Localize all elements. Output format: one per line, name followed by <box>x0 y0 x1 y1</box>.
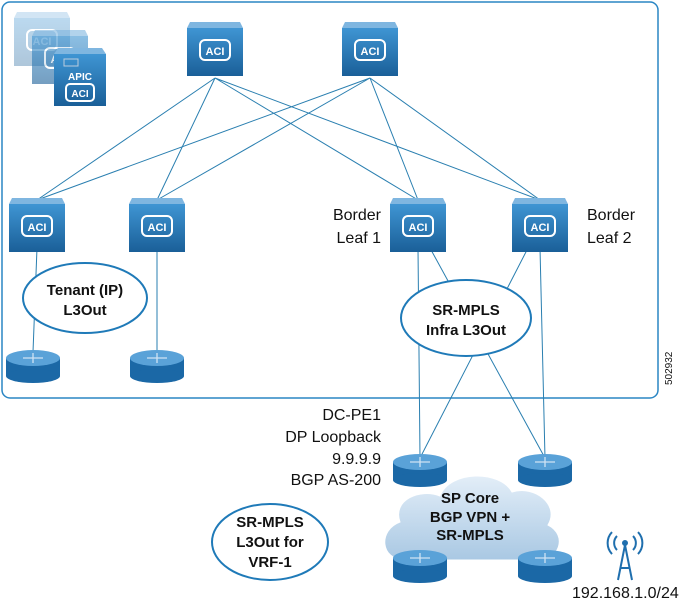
figure-id: 502932 <box>664 351 675 385</box>
vrf-l3out-ellipse: SR-MPLS L3Out for VRF-1 <box>211 503 329 581</box>
leaf-switch-icon[interactable] <box>511 197 569 253</box>
ellipse-label: L3Out <box>63 302 106 319</box>
ellipse-label: L3Out for <box>236 534 304 551</box>
apic-aci-badge: ACI <box>71 89 88 100</box>
ellipse-label: VRF-1 <box>248 554 291 571</box>
ellipse-label: Infra L3Out <box>426 322 506 339</box>
router-icon[interactable] <box>129 349 185 384</box>
apic-label: APIC <box>68 72 92 83</box>
pe-info-label: DC-PE1 <box>322 407 381 424</box>
router-icon[interactable] <box>392 549 448 584</box>
router-icon[interactable] <box>517 453 573 488</box>
border-leaf-2-label: Border <box>587 207 636 224</box>
cloud-label: BGP VPN + <box>430 509 510 526</box>
subnet-label: 192.168.1.0/24 <box>572 585 679 602</box>
cloud-label: SR-MPLS <box>436 527 504 544</box>
leaf-switch-icon[interactable] <box>389 197 447 253</box>
tenant-l3out-ellipse: Tenant (IP) L3Out <box>22 262 148 334</box>
cloud-icon: SP Core BGP VPN + SR-MPLS <box>384 475 560 561</box>
ellipse-label: Tenant (IP) <box>47 282 123 299</box>
router-icon[interactable] <box>517 549 573 584</box>
border-leaf-2-label: Leaf 2 <box>587 230 632 247</box>
router-icon[interactable] <box>5 349 61 384</box>
pe-info-label: 9.9.9.9 <box>332 451 381 468</box>
apic-icon[interactable]: APIC ACI <box>13 11 106 106</box>
router-icon[interactable] <box>392 453 448 488</box>
spine-switch-icon[interactable] <box>186 21 244 77</box>
cloud-label: SP Core <box>441 490 499 507</box>
pe-info-label: BGP AS-200 <box>291 472 382 489</box>
ellipse-label: SR-MPLS <box>432 302 500 319</box>
border-leaf-1-label: Leaf 1 <box>337 230 382 247</box>
border-leaf-1-label: Border <box>333 207 382 224</box>
pe-info-label: DP Loopback <box>285 429 382 446</box>
spine-switch-icon[interactable] <box>341 21 399 77</box>
wireless-tower-icon <box>606 531 644 581</box>
leaf-switch-icon[interactable] <box>128 197 186 253</box>
fabric-frame <box>1 1 659 399</box>
infra-l3out-ellipse: SR-MPLS Infra L3Out <box>400 279 532 357</box>
ellipse-label: SR-MPLS <box>236 514 304 531</box>
leaf-switch-icon[interactable] <box>8 197 66 253</box>
